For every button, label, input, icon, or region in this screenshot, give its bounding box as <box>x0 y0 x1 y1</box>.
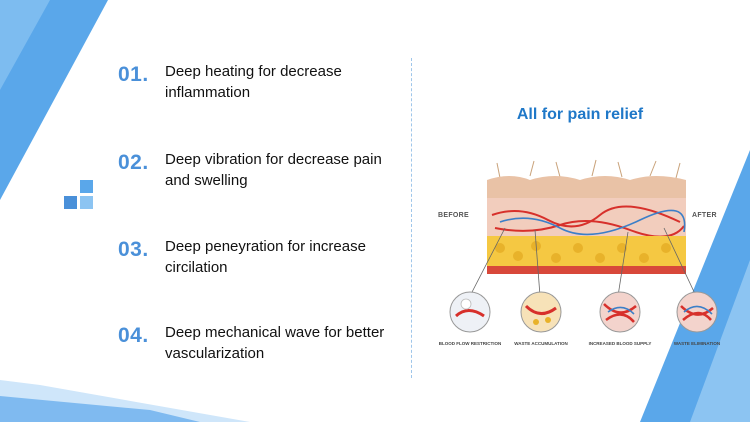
top-left-light-triangle <box>0 0 50 90</box>
muscle-layer <box>487 266 686 274</box>
detail-circle-increased-blood-supply <box>599 291 641 333</box>
point-number-3: 03. <box>118 238 149 261</box>
top-left-blue-triangle <box>0 0 108 200</box>
point-text-4: Deep mechanical wave for better vascular… <box>165 324 385 362</box>
pointer-lines <box>469 227 697 297</box>
caption-waste-elimination: WASTE ELIMINATION <box>673 341 721 346</box>
bottom-right-light-triangle <box>690 260 750 422</box>
illustration-title: All for pain relief <box>516 106 644 123</box>
detail-circle-waste-accumulation <box>520 291 562 333</box>
before-label: BEFORE <box>438 212 469 219</box>
bottom-left-blue-band <box>0 396 200 422</box>
dashed-divider <box>411 58 412 378</box>
point-number-4: 04. <box>118 324 149 347</box>
point-text-3: Deep peneyration for increase circilatio… <box>165 238 366 276</box>
detail-circle-blood-flow-restriction <box>449 291 491 333</box>
epidermis-layer <box>487 176 686 200</box>
point-number-1: 01. <box>118 63 149 86</box>
fat-cells <box>495 241 671 263</box>
detail-circle-waste-elimination <box>676 291 718 333</box>
point-text-2: Deep vibration for decrease pain and swe… <box>165 151 382 189</box>
veins <box>499 209 686 236</box>
after-label: AFTER <box>692 212 717 219</box>
point-text-1: Deep heating for decrease inflammation <box>165 63 342 101</box>
caption-blood-flow-restriction: BLOOD FLOW RESTRICTION <box>438 341 502 346</box>
caption-waste-accumulation: WASTE ACCUMULATION <box>514 341 568 346</box>
point-number-2: 02. <box>118 151 149 174</box>
caption-increased-blood-supply: INCREASED BLOOD SUPPLY <box>588 341 652 346</box>
hair-strands <box>496 159 681 179</box>
squares-logo-icon <box>64 180 93 209</box>
